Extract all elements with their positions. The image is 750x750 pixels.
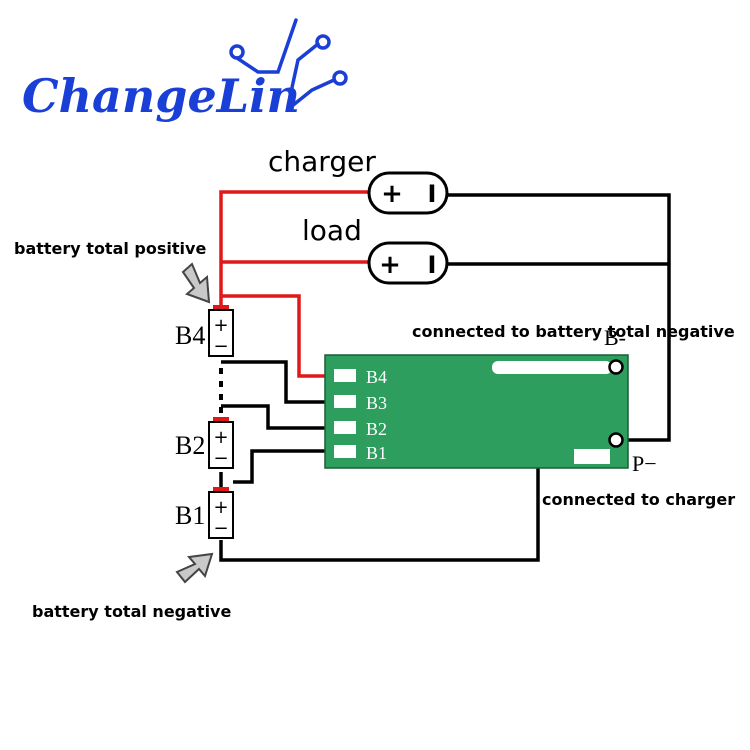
battery-total-negative-label: battery total negative xyxy=(32,602,231,621)
main-positive-wire xyxy=(219,190,371,305)
p-minus-label: P− xyxy=(632,451,657,476)
cell-b2-plus: + xyxy=(213,427,228,448)
charger-plus-symbol: + xyxy=(381,179,403,209)
cell-b1-label: B1 xyxy=(175,501,205,530)
bms-board: B4 B3 B2 B1 xyxy=(324,354,629,469)
pin-b2-pad xyxy=(334,421,356,434)
b2-balance-wire xyxy=(221,404,330,430)
cell-b2-minus: − xyxy=(213,448,228,469)
cell-b4: + − B4 xyxy=(175,305,234,357)
charger-connector: + I xyxy=(367,171,449,215)
logo: ChangeLin xyxy=(22,18,348,123)
connected-to-charger-label: connected to charger xyxy=(542,490,735,509)
b4-balance-wire xyxy=(221,294,330,378)
cell-b1-minus: − xyxy=(213,518,228,539)
cell-b4-minus: − xyxy=(213,336,228,357)
arrow-battery-positive-icon xyxy=(181,262,211,304)
pin-b3-pad xyxy=(334,395,356,408)
b-minus-terminal xyxy=(608,359,624,375)
b1-balance-wire xyxy=(233,449,330,484)
board-pad-bottom xyxy=(574,449,610,464)
pin-b2-label: B2 xyxy=(366,419,387,439)
pin-b1-label: B1 xyxy=(366,443,387,463)
b-minus-label: B- xyxy=(604,325,626,350)
pin-b1-pad xyxy=(334,445,356,458)
connected-to-battery-total-negative-label: connected to battery total negative xyxy=(412,322,735,341)
load-label: load xyxy=(302,214,362,247)
arrow-battery-negative-icon xyxy=(175,552,214,584)
positive-wires xyxy=(219,190,371,378)
pin-b4-label: B4 xyxy=(366,367,387,387)
load-connector: + I xyxy=(367,241,449,285)
battery-total-positive-label: battery total positive xyxy=(14,239,206,258)
charger-negative-wire xyxy=(447,193,671,442)
board-pad-top xyxy=(492,361,612,374)
cell-b2-label: B2 xyxy=(175,431,205,460)
cell-b4-plus: + xyxy=(213,315,228,336)
charger-minus-symbol: I xyxy=(428,180,437,208)
p-minus-terminal xyxy=(608,432,624,448)
cell-b1: + − B1 xyxy=(175,487,234,539)
cell-b2: + − B2 xyxy=(175,417,234,469)
load-plus-symbol: + xyxy=(379,250,401,280)
circuit-logo-icon xyxy=(229,18,348,108)
load-minus-symbol: I xyxy=(428,251,437,279)
charger-label: charger xyxy=(268,145,376,178)
cell-b4-label: B4 xyxy=(175,321,205,350)
b3-balance-wire xyxy=(221,360,330,404)
logo-text: ChangeLin xyxy=(22,69,300,123)
pin-b4-pad xyxy=(334,369,356,382)
cell-b1-plus: + xyxy=(213,497,228,518)
pin-b3-label: B3 xyxy=(366,393,387,413)
